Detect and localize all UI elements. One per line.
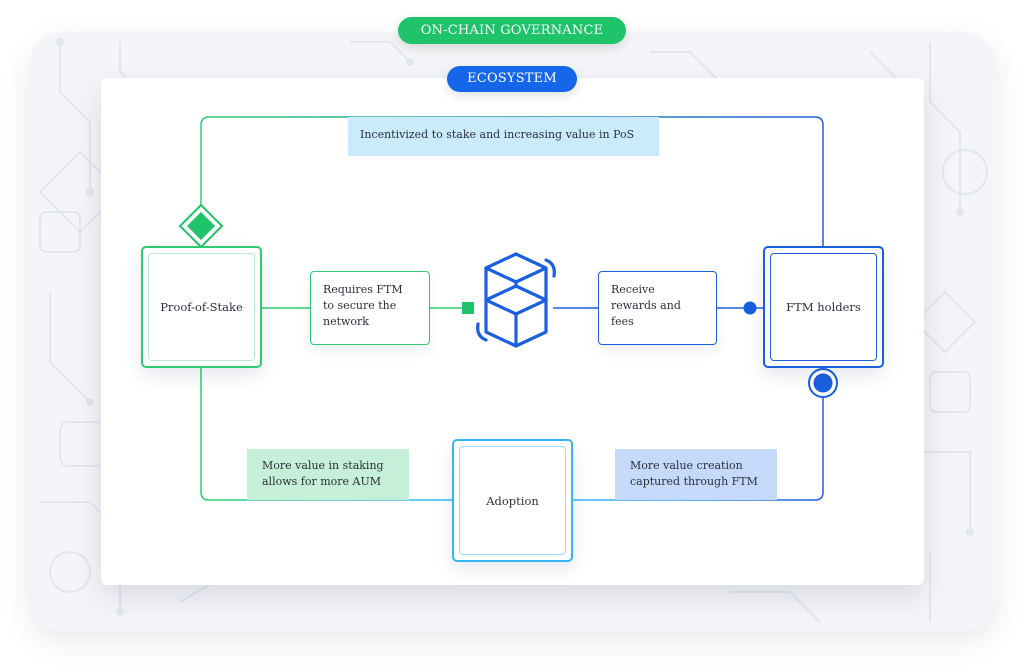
requires-ftm-line-3: network xyxy=(323,315,369,328)
on-chain-governance-badge: ON-CHAIN GOVERNANCE xyxy=(398,17,626,44)
requires-ftm-line-1: Requires FTM xyxy=(323,283,403,296)
incentivized-note: Incentivized to stake and increasing val… xyxy=(348,117,659,156)
proof-of-stake-node: Proof-of-Stake xyxy=(141,246,262,368)
receive-rewards-line-3: fees xyxy=(611,315,634,328)
bottom-left-line xyxy=(200,368,452,501)
receive-rewards-box: Receive rewards and fees xyxy=(598,271,717,345)
adoption-node: Adoption xyxy=(452,439,573,562)
bottom-right-line xyxy=(573,398,824,501)
ftm-holders-label: FTM holders xyxy=(770,253,877,361)
more-value-staking-note: More value in staking allows for more AU… xyxy=(247,449,409,500)
circle-icon xyxy=(808,368,838,398)
requires-ftm-box: Requires FTM to secure the network xyxy=(310,271,430,345)
ecosystem-badge: ECOSYSTEM xyxy=(447,66,577,92)
more-value-creation-line-1: More value creation xyxy=(630,459,743,472)
more-value-creation-line-2: captured through FTM xyxy=(630,475,758,488)
square-marker-icon xyxy=(462,302,474,314)
more-value-staking-line-2: allows for more AUM xyxy=(262,475,382,488)
fantom-logo-icon xyxy=(476,252,556,348)
adoption-label: Adoption xyxy=(459,446,566,555)
requires-ftm-line-2: to secure the xyxy=(323,299,397,312)
ftm-holders-node: FTM holders xyxy=(763,246,884,368)
more-value-creation-note: More value creation captured through FTM xyxy=(615,449,777,500)
more-value-staking-line-1: More value in staking xyxy=(262,459,384,472)
diamond-icon xyxy=(178,203,224,249)
receive-rewards-line-1: Receive xyxy=(611,283,655,296)
receive-rewards-line-2: rewards and xyxy=(611,299,681,312)
dot-marker-icon xyxy=(743,301,757,315)
proof-of-stake-label: Proof-of-Stake xyxy=(148,253,255,361)
